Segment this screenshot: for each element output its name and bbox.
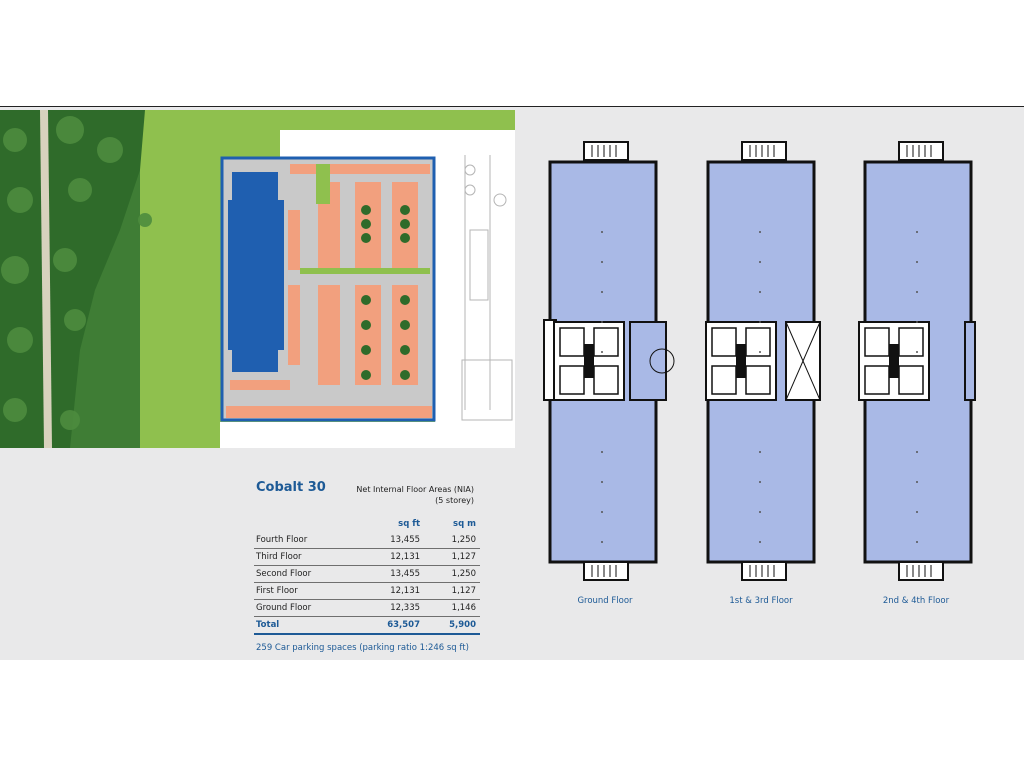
label-first-third-floor-plan: 1st & 3rd Floor [729, 596, 793, 606]
sqm-value: 1,146 [424, 599, 480, 617]
floor-name: First Floor [254, 582, 358, 600]
sqft-value: 12,131 [358, 548, 425, 566]
nia-caption: Net Internal Floor Areas (NIA) (5 storey… [356, 484, 474, 506]
floor-name: Third Floor [254, 548, 358, 566]
sqft-value: 13,455 [358, 532, 425, 549]
total-sqft: 63,507 [358, 616, 425, 635]
floor-name: Second Floor [254, 565, 358, 583]
floor-name: Fourth Floor [254, 532, 358, 549]
plan-second-fourth-floor [858, 141, 976, 581]
table-row: Fourth Floor 13,455 1,250 [254, 532, 480, 549]
header-sqm: sq m [453, 519, 476, 529]
sqm-value: 1,250 [424, 565, 480, 583]
site-plan-image [0, 110, 515, 448]
sqm-value: 1,127 [424, 548, 480, 566]
table-total-row: Total 63,507 5,900 [254, 616, 480, 635]
building-title: Cobalt 30 [256, 480, 326, 495]
header-sqft: sq ft [398, 519, 421, 529]
table-row: Second Floor 13,455 1,250 [254, 565, 480, 583]
sqm-value: 1,250 [424, 532, 480, 549]
floor-plans-image [543, 141, 976, 581]
table-row: Third Floor 12,131 1,127 [254, 548, 480, 566]
floor-name: Ground Floor [254, 599, 358, 617]
top-divider [0, 106, 1024, 107]
total-label: Total [254, 616, 358, 635]
table-header-row: sq ft sq m [254, 517, 480, 532]
label-second-fourth-floor-plan: 2nd & 4th Floor [882, 596, 950, 606]
nia-line-1: Net Internal Floor Areas (NIA) [356, 485, 474, 494]
sqft-value: 12,131 [358, 582, 425, 600]
total-sqm: 5,900 [424, 616, 480, 635]
floor-area-table: sq ft sq m Fourth Floor 13,455 1,250 Thi… [254, 517, 480, 635]
nia-line-2: (5 storey) [435, 496, 474, 505]
label-ground-floor-plan: Ground Floor [577, 596, 633, 606]
parking-note: 259 Car parking spaces (parking ratio 1:… [256, 643, 469, 653]
header-floor [254, 517, 358, 532]
sqft-value: 13,455 [358, 565, 425, 583]
sqm-value: 1,127 [424, 582, 480, 600]
plan-first-third-floor [705, 141, 821, 581]
sqft-value: 12,335 [358, 599, 425, 617]
table-row: First Floor 12,131 1,127 [254, 582, 480, 600]
table-row: Ground Floor 12,335 1,146 [254, 599, 480, 617]
plan-ground-floor [543, 141, 675, 581]
